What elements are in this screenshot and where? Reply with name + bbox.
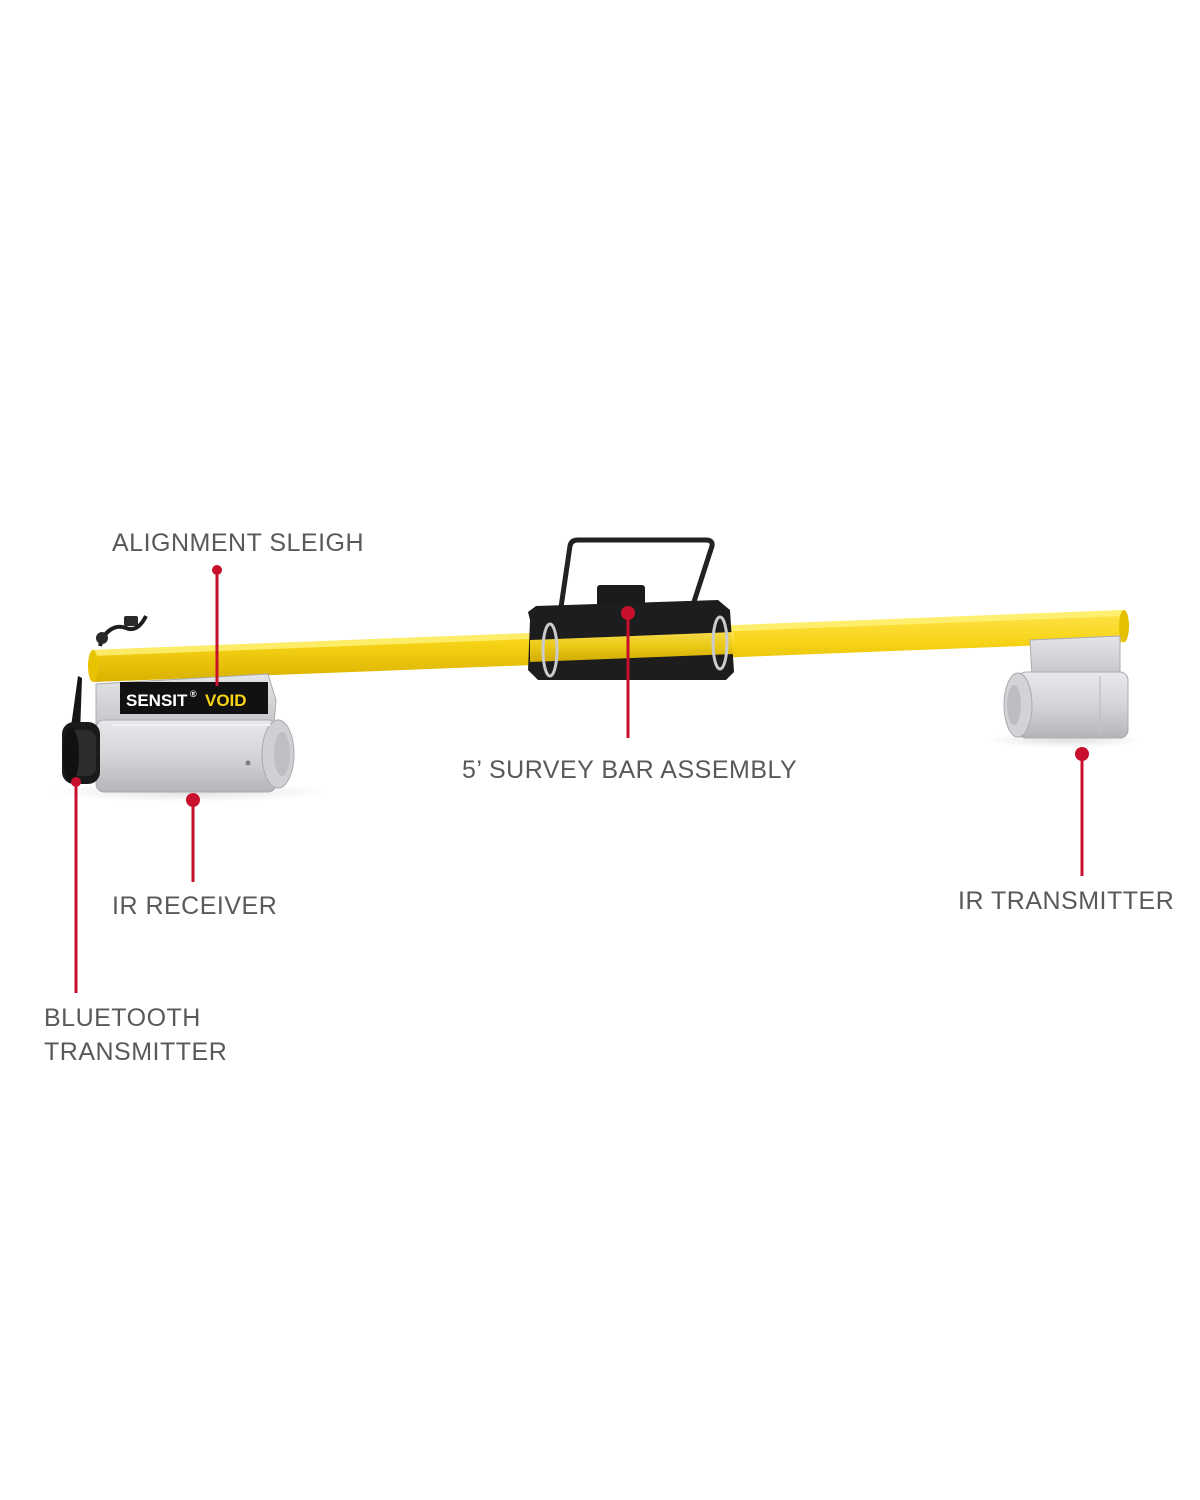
leader-dot-transmitter — [1075, 747, 1089, 761]
callout-survey-bar-assembly: 5’ SURVEY BAR ASSEMBLY — [462, 756, 798, 784]
leader-dot-receiver — [186, 793, 200, 807]
carry-handle — [557, 537, 715, 615]
brand-logo-right: VOID — [205, 691, 247, 710]
alignment-sleigh: SENSIT ® VOID — [95, 673, 277, 729]
callout-ir-receiver: IR RECEIVER — [112, 892, 278, 920]
clamp-ring-right — [711, 615, 729, 671]
ir-transmitter-device — [1003, 635, 1129, 739]
ir-receiver-device — [95, 719, 295, 793]
callout-bluetooth-transmitter: BLUETOOTH TRANSMITTER — [44, 1001, 227, 1069]
brand-logo-reg: ® — [190, 689, 197, 699]
leader-dot-bluetooth — [71, 777, 81, 787]
clamp-ring-left — [541, 622, 559, 678]
callout-bluetooth-line2: TRANSMITTER — [44, 1038, 228, 1066]
leader-dot-sleigh — [212, 565, 222, 575]
callout-alignment-sleigh: ALIGNMENT SLEIGH — [112, 529, 365, 557]
bluetooth-transmitter-device — [62, 676, 100, 784]
leader-dot-survey-bar — [621, 606, 635, 620]
center-handle-assembly — [528, 537, 734, 680]
callout-ir-transmitter: IR TRANSMITTER — [958, 887, 1175, 915]
callout-bluetooth-line1: BLUETOOTH — [44, 1004, 201, 1032]
callout-leaders — [71, 565, 1089, 993]
brand-logo-left: SENSIT — [126, 691, 188, 710]
brand-plate — [120, 682, 268, 714]
cable-icon — [96, 615, 148, 647]
antenna-icon — [70, 676, 82, 734]
